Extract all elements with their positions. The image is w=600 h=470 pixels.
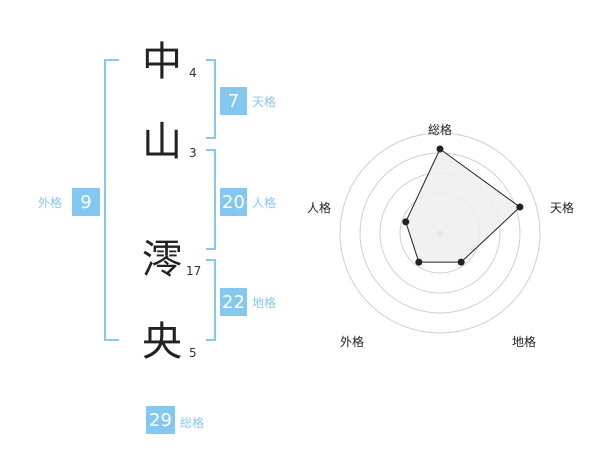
soukaku-badge: 29	[146, 406, 175, 434]
jinkaku-bracket	[206, 149, 216, 250]
chikaku-badge: 22	[220, 288, 247, 316]
radar-point-1	[436, 145, 444, 153]
radar-ring-4	[339, 132, 541, 334]
stroke-count-2: 3	[189, 146, 197, 160]
radar-axis-label-jinkaku: 人格	[307, 201, 332, 215]
gaikaku-badge: 9	[72, 188, 100, 216]
gaikaku-label: 外格	[38, 196, 63, 210]
radar-point-3	[457, 258, 465, 266]
radar-axis-label-chikaku: 地格	[512, 335, 537, 349]
radar-point-5	[402, 218, 410, 226]
radar-polygon	[405, 148, 521, 263]
name-char-3: 澪	[142, 237, 182, 283]
radar-axis-label-tenkaku: 天格	[550, 201, 575, 215]
stroke-count-4: 5	[189, 346, 197, 360]
stroke-count-3: 17	[186, 264, 202, 278]
chikaku-bracket	[206, 259, 216, 341]
tenkaku-label: 天格	[252, 95, 277, 109]
name-char-1: 中	[142, 39, 182, 85]
gaikaku-bracket	[104, 59, 119, 341]
jinkaku-label: 人格	[252, 196, 277, 210]
radar-axis-label-gaikaku: 外格	[340, 335, 365, 349]
chikaku-label: 地格	[252, 296, 277, 310]
stroke-count-1: 4	[189, 66, 197, 80]
name-char-4: 央	[142, 319, 182, 365]
tenkaku-bracket	[206, 59, 216, 139]
name-char-2: 山	[142, 119, 182, 165]
soukaku-label: 総格	[180, 416, 205, 430]
radar-point-4	[415, 258, 423, 266]
jinkaku-badge: 20	[220, 188, 247, 216]
tenkaku-badge: 7	[220, 87, 247, 115]
radar-point-2	[516, 203, 524, 211]
radar-axis-label-soukaku: 総格	[428, 123, 453, 137]
